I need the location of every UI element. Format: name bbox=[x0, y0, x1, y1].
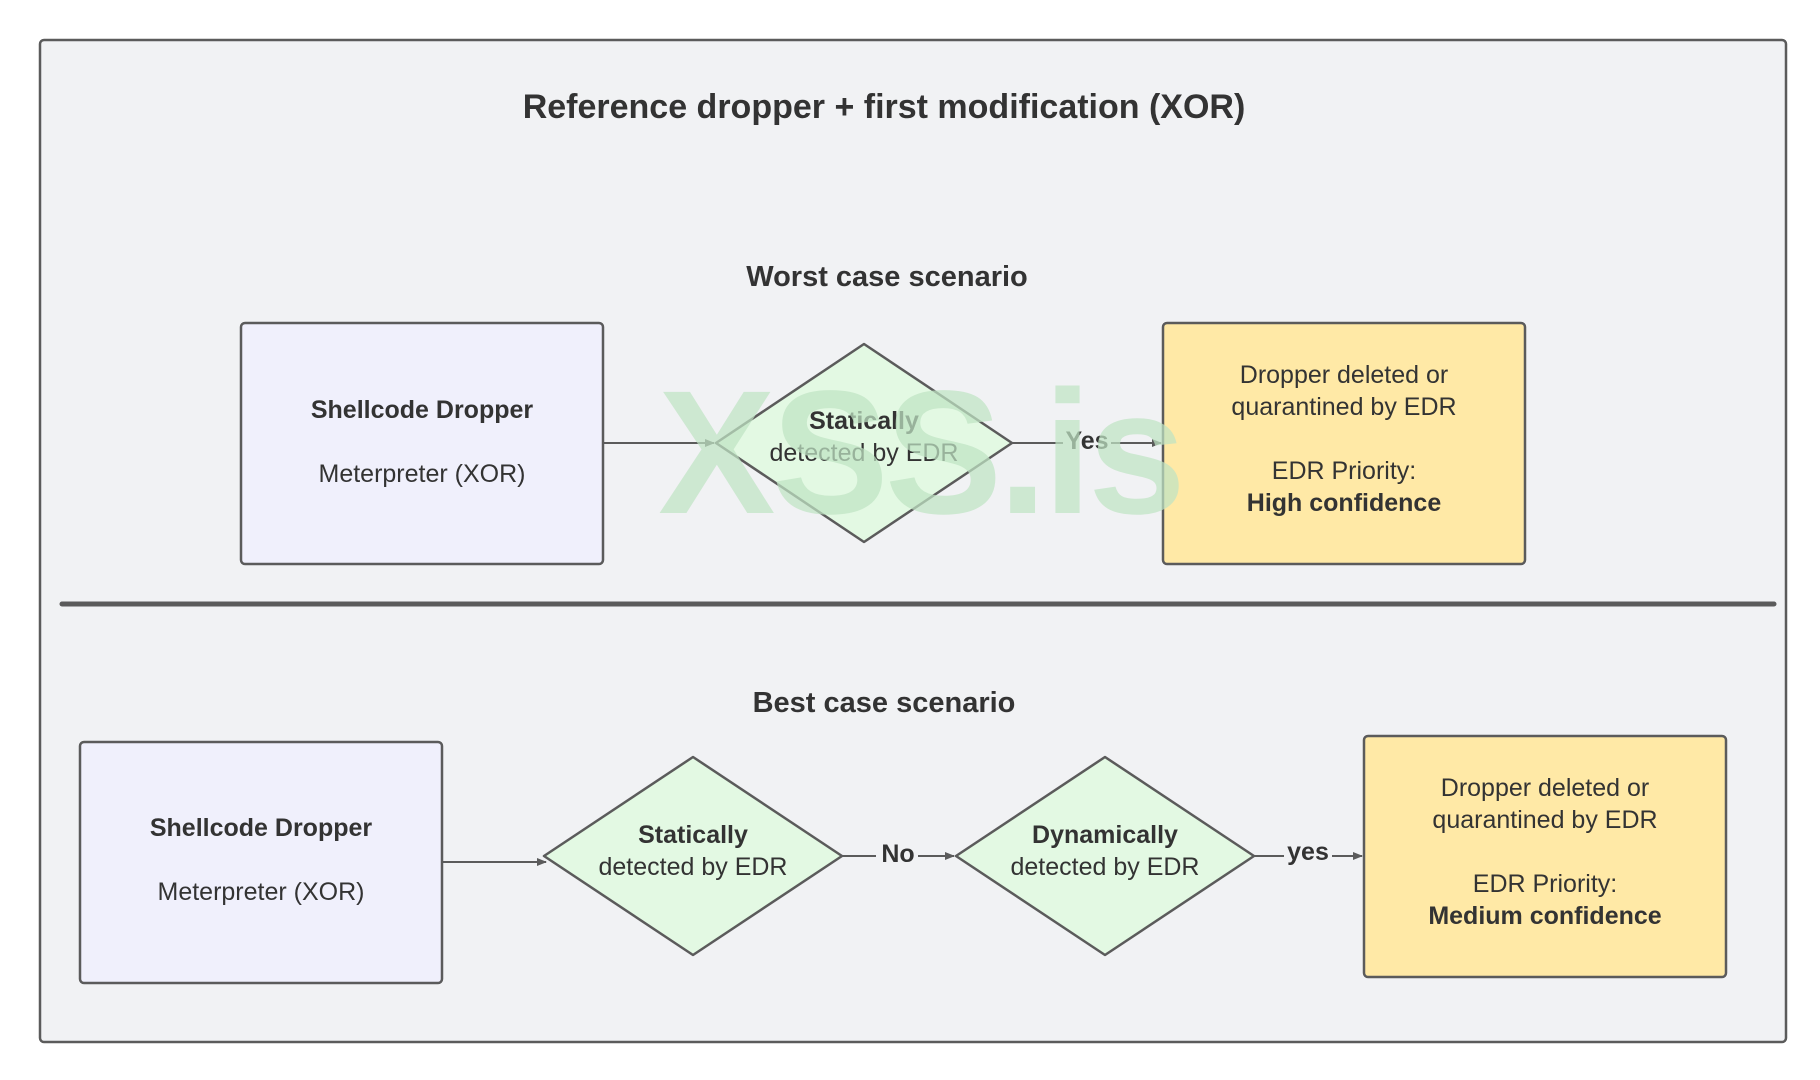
worst-result-line3: EDR Priority: bbox=[1272, 457, 1416, 485]
worst-result-line2: quarantined by EDR bbox=[1231, 393, 1456, 421]
best-no-label: No bbox=[881, 840, 914, 868]
worst-static-line1: Statically bbox=[809, 407, 919, 435]
best-yes-label-bg bbox=[1284, 838, 1332, 868]
best-result-box: Dropper deleted or quarantined by EDR ED… bbox=[1362, 734, 1728, 979]
worst-static-line2: detected by EDR bbox=[770, 439, 959, 467]
best-static-detection-diamond: Statically detected by EDR bbox=[542, 755, 844, 957]
worst-dropper-box: Shellcode Dropper Meterpreter (XOR) bbox=[239, 321, 605, 566]
worst-dropper-subtitle: Meterpreter (XOR) bbox=[319, 460, 526, 488]
best-static-line2: detected by EDR bbox=[599, 853, 788, 881]
best-dynamic-line2: detected by EDR bbox=[1011, 853, 1200, 881]
best-dynamic-detection-diamond: Dynamically detected by EDR bbox=[954, 755, 1256, 957]
worst-case-heading: Worst case scenario bbox=[746, 261, 1028, 293]
best-dropper-box: Shellcode Dropper Meterpreter (XOR) bbox=[78, 740, 444, 985]
best-dynamic-line1: Dynamically bbox=[1032, 821, 1178, 849]
best-dropper-title: Shellcode Dropper bbox=[150, 814, 373, 842]
worst-result-line4: High confidence bbox=[1247, 489, 1442, 517]
worst-yes-label-bg bbox=[1063, 427, 1111, 457]
best-dropper-subtitle: Meterpreter (XOR) bbox=[158, 878, 365, 906]
best-static-line1: Statically bbox=[638, 821, 748, 849]
watermark: XSS.is bbox=[658, 355, 1182, 551]
best-no-label-bg bbox=[876, 840, 918, 870]
best-result-line4: Medium confidence bbox=[1428, 902, 1661, 930]
worst-dropper-title: Shellcode Dropper bbox=[311, 396, 534, 424]
worst-yes-label: Yes bbox=[1065, 427, 1108, 455]
best-result-line1: Dropper deleted or bbox=[1441, 774, 1649, 802]
outer-frame bbox=[38, 38, 1788, 1044]
best-case-heading: Best case scenario bbox=[753, 687, 1016, 719]
diagram-title: Reference dropper + first modification (… bbox=[523, 88, 1246, 126]
worst-static-detection-diamond: Statically detected by EDR bbox=[714, 342, 1014, 544]
worst-result-box: Dropper deleted or quarantined by EDR ED… bbox=[1161, 321, 1527, 566]
best-result-line3: EDR Priority: bbox=[1473, 870, 1617, 898]
best-yes-label: yes bbox=[1287, 838, 1329, 866]
best-result-line2: quarantined by EDR bbox=[1432, 806, 1657, 834]
worst-result-line1: Dropper deleted or bbox=[1240, 361, 1448, 389]
